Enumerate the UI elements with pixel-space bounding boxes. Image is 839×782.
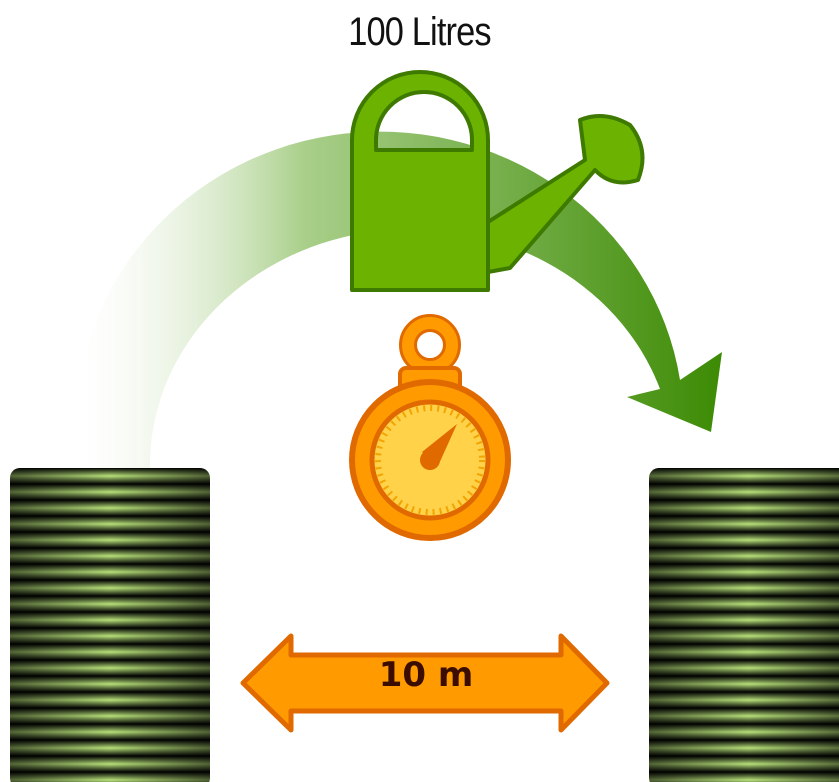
diagram-title: 100 Litres: [59, 10, 781, 55]
stopwatch-icon: [352, 323, 508, 538]
hose-coil-right-icon: [649, 468, 839, 782]
hose-coil-left-icon: [10, 468, 210, 782]
distance-label: 10 m: [316, 655, 536, 695]
